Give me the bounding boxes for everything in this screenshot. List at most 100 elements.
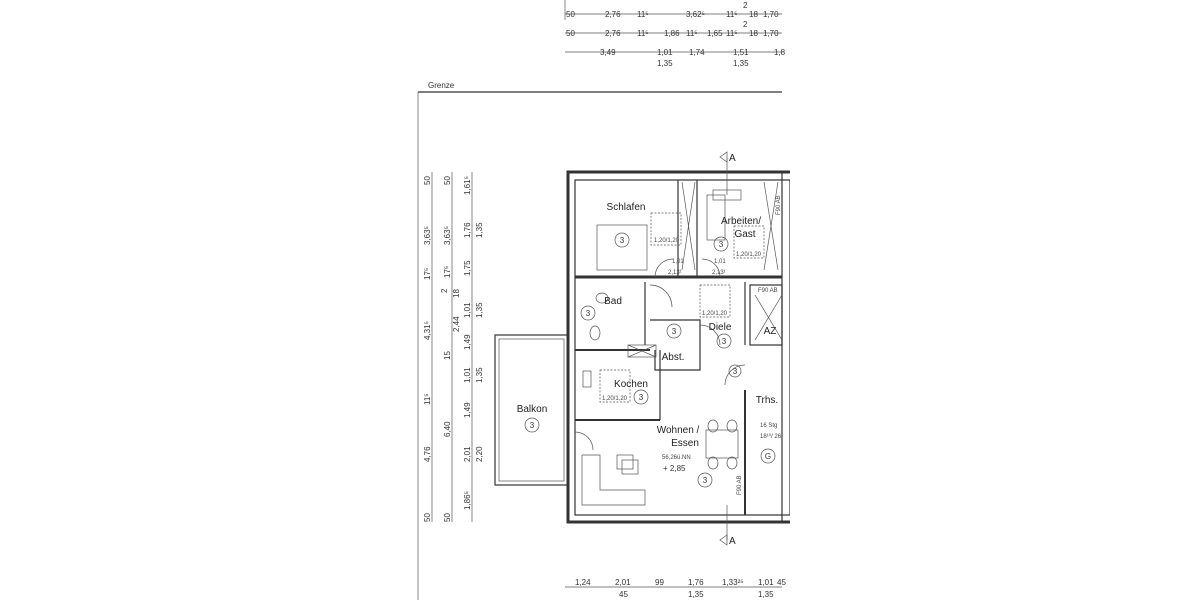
window-size: 1,20/1,20 bbox=[736, 252, 762, 258]
dim-label: 11⁵ bbox=[686, 29, 698, 38]
dim-label: 50 bbox=[443, 513, 452, 522]
fire-rating-label: F90 AB bbox=[758, 288, 778, 294]
door-size: 1,01 bbox=[672, 259, 684, 265]
dim-label: 1,35 bbox=[475, 302, 484, 318]
dim-label: 1,35 bbox=[657, 59, 673, 68]
room-label-bad: Bad bbox=[604, 296, 622, 307]
dim-label: 1,61⁵ bbox=[463, 176, 472, 195]
room-label-kochen: Kochen bbox=[614, 379, 648, 390]
room-number: 3 bbox=[719, 240, 724, 249]
fire-rating-label: F90 AB bbox=[737, 475, 743, 495]
room-label-schlafen: Schlafen bbox=[607, 202, 646, 213]
dim-label: 11⁵ bbox=[637, 29, 649, 38]
interior-walls bbox=[575, 180, 783, 515]
room-number-marker bbox=[524, 417, 540, 433]
dim-label: 3,49 bbox=[600, 48, 616, 57]
dim-label: 1,01 bbox=[463, 367, 472, 383]
room-number: 3 bbox=[639, 393, 644, 402]
top-dimensions: 50 2,76 11⁵ 3,62⁵ 11⁵ 2 18 1,70 50 2,76 … bbox=[564, 0, 786, 68]
room-labels: Schlafen Arbeiten/ Gast Bad Diele Abst. … bbox=[604, 195, 782, 495]
room-label-arbeiten: Arbeiten/ bbox=[721, 216, 761, 227]
dim-label: 1,01 bbox=[758, 578, 774, 587]
dim-label: 17⁵ bbox=[443, 266, 452, 278]
dim-label: 2,20 bbox=[475, 446, 484, 462]
room-numbers: 3 3 3 3 3 3 3 3 bbox=[580, 232, 742, 488]
window-size: 1,20/1,20 bbox=[654, 238, 680, 244]
window-size: 1,20/1,20 bbox=[702, 311, 728, 317]
dim-label: 2,76 bbox=[605, 10, 621, 19]
room-number: 3 bbox=[703, 476, 708, 485]
room-number: 3 bbox=[530, 421, 535, 430]
dim-label: 4,76 bbox=[423, 446, 432, 462]
room-label-abst: Abst. bbox=[662, 352, 685, 363]
dim-label: 11⁵ bbox=[726, 10, 738, 19]
dim-label: 3,63⁵ bbox=[443, 226, 452, 245]
dim-label: 1,76 bbox=[688, 578, 704, 587]
dim-label: 1,01 bbox=[657, 48, 673, 57]
dim-label: 6,40 bbox=[443, 421, 452, 437]
room-label-diele: Diele bbox=[709, 322, 732, 333]
dim-label: 2,01 bbox=[615, 578, 631, 587]
dim-label: 50 bbox=[566, 10, 575, 19]
level-nn: 56,26ü.NN bbox=[662, 455, 691, 461]
dim-label: 2,01 bbox=[463, 446, 472, 462]
fire-rating-label: F90 AB bbox=[776, 195, 782, 215]
stairs-count: 16 Stg bbox=[760, 423, 777, 429]
door-size: 1,01 bbox=[714, 259, 726, 265]
dim-label: 1,01 bbox=[463, 302, 472, 318]
dim-label: 3,62⁵ bbox=[686, 10, 705, 19]
room-label-essen: Essen bbox=[671, 438, 699, 449]
left-dimensions: 50 3,63⁵ 17⁵ 4,31⁵ 11⁵ 4,76 50 50 3,63⁵ … bbox=[423, 172, 484, 522]
dim-label: 1,86⁵ bbox=[463, 491, 472, 510]
stair-marker bbox=[760, 448, 776, 464]
furniture bbox=[581, 189, 742, 506]
dim-label: 2 bbox=[440, 288, 449, 293]
dim-label: 2,76 bbox=[605, 29, 621, 38]
room-number: 3 bbox=[722, 337, 727, 346]
boundary-label: Grenze bbox=[428, 81, 455, 90]
dim-label: 2,44 bbox=[452, 316, 461, 332]
dim-label: 50 bbox=[566, 29, 575, 38]
dim-label: 1,49 bbox=[463, 334, 472, 350]
room-number: 3 bbox=[733, 367, 738, 376]
dim-label: 1,70 bbox=[763, 29, 779, 38]
dim-label: 1,35 bbox=[733, 59, 749, 68]
dim-label: 1,65 bbox=[707, 29, 723, 38]
room-number: 3 bbox=[672, 327, 677, 336]
window-markers: 1,20/1,20 1,20/1,20 1,20/1,20 1,20/1,20 bbox=[599, 212, 765, 403]
stair-marker-label: G bbox=[765, 452, 771, 461]
room-label-balkon: Balkon bbox=[517, 404, 548, 415]
section-marker-bottom: A bbox=[729, 536, 736, 547]
shaft-az: AZ F90 AB bbox=[754, 288, 783, 341]
dim-label: 1,35 bbox=[475, 222, 484, 238]
doors bbox=[574, 258, 746, 451]
dim-label: 99 bbox=[655, 578, 664, 587]
dim-label: 18 bbox=[749, 29, 758, 38]
dim-label: 2 bbox=[743, 1, 748, 10]
dim-label: 45 bbox=[619, 590, 628, 599]
dim-label: 15 bbox=[443, 351, 452, 360]
dim-label: 1,49 bbox=[463, 402, 472, 418]
dim-label: 2 bbox=[743, 20, 748, 29]
dim-label: 45 bbox=[777, 578, 786, 587]
door-height: 2,13¹ bbox=[712, 270, 726, 276]
dim-label: 1,76 bbox=[463, 222, 472, 238]
section-markers: A A bbox=[719, 151, 736, 547]
dim-label: 50 bbox=[423, 176, 432, 185]
room-label-gast: Gast bbox=[734, 229, 755, 240]
dim-label: 1,33²⁵ bbox=[722, 578, 744, 587]
room-label-az: AZ bbox=[764, 326, 777, 337]
dim-label: 11⁵ bbox=[726, 29, 738, 38]
dim-label: 1,86 bbox=[664, 29, 680, 38]
room-label-wohnen: Wohnen / bbox=[657, 425, 700, 436]
dim-label: 50 bbox=[423, 513, 432, 522]
dim-label: 17⁵ bbox=[423, 268, 432, 280]
dim-label: 4,31⁵ bbox=[423, 321, 432, 340]
dim-label: 1,35 bbox=[758, 590, 774, 599]
section-marker-top: A bbox=[729, 153, 736, 164]
dim-label: 11⁵ bbox=[637, 10, 649, 19]
wardrobe bbox=[627, 181, 779, 358]
dim-label: 1,75 bbox=[463, 260, 472, 276]
door-height: 2,13¹ bbox=[668, 270, 682, 276]
